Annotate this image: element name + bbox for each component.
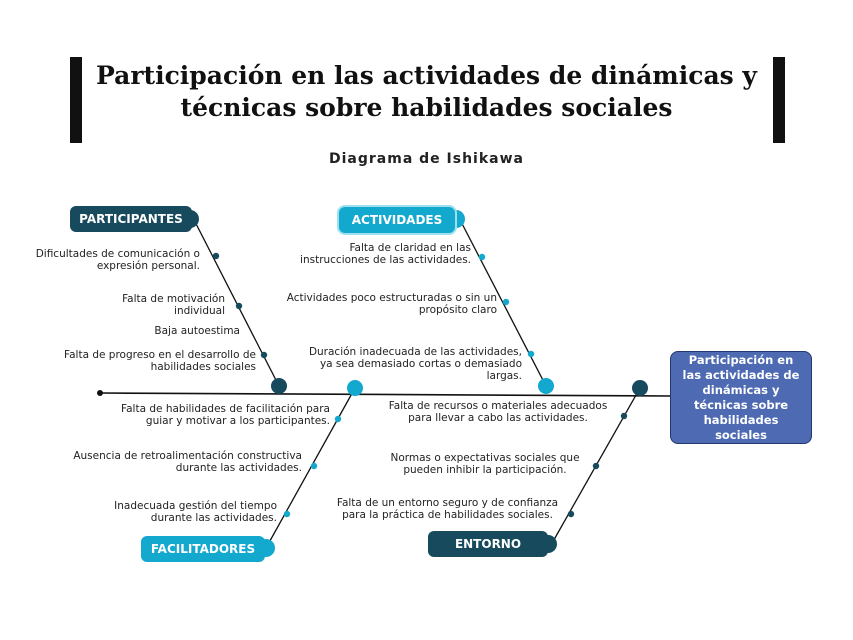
cause-text: Duración inadecuada de las actividades, … [308, 346, 522, 382]
cause-dot [260, 351, 268, 359]
cause-text: Falta de recursos o materiales adecuados… [388, 400, 608, 424]
cause-dot [334, 415, 342, 423]
cause-text: Actividades poco estructuradas o sin un … [286, 292, 497, 316]
spine-tail-dot [97, 390, 103, 396]
title-bar-right [773, 57, 785, 143]
cause-text: Falta de un entorno seguro y de confianz… [336, 497, 559, 521]
cause-text: Dificultades de comunicación o expresión… [35, 248, 200, 272]
spine-line [99, 392, 673, 397]
cause-text: Falta de claridad en las instrucciones d… [300, 242, 471, 266]
cause-dot [310, 462, 318, 470]
cause-dot [620, 412, 628, 420]
cause-text: Falta de motivación individual [122, 293, 225, 317]
joint-participantes [271, 378, 287, 394]
category-label-facilitadores: FACILITADORES [141, 536, 265, 562]
joint-entorno [632, 380, 648, 396]
page-title: Participación en las actividades de diná… [96, 61, 757, 122]
joint-actividades [538, 378, 554, 394]
joint-facilitadores [347, 380, 363, 396]
bone-facilitadores [265, 387, 356, 549]
cause-dot [283, 510, 291, 518]
cause-text: Ausencia de retroalimentación constructi… [73, 450, 302, 474]
cause-text: Falta de progreso en el desarrollo de ha… [64, 349, 256, 373]
cause-dot [567, 510, 575, 518]
cause-text: Falta de habilidades de facilitación par… [121, 403, 330, 427]
cause-dot [478, 253, 486, 261]
cause-dot [592, 462, 600, 470]
cause-text: Normas o expectativas sociales que puede… [390, 452, 580, 476]
cause-text: Baja autoestima [154, 325, 240, 337]
title-bar-left [70, 57, 82, 143]
cause-text: Inadecuada gestión del tiempo durante la… [114, 500, 277, 524]
problem-head-box: Participación en las actividades de diná… [670, 351, 812, 444]
page-subtitle: Diagrama de Ishikawa [329, 151, 524, 167]
cause-dot [502, 298, 510, 306]
category-label-participantes: PARTICIPANTES [70, 206, 192, 232]
cause-dot [212, 252, 220, 260]
cause-dot [527, 350, 535, 358]
category-label-entorno: ENTORNO [428, 531, 548, 557]
category-label-actividades: ACTIVIDADES [339, 207, 455, 233]
cause-dot [235, 302, 243, 310]
